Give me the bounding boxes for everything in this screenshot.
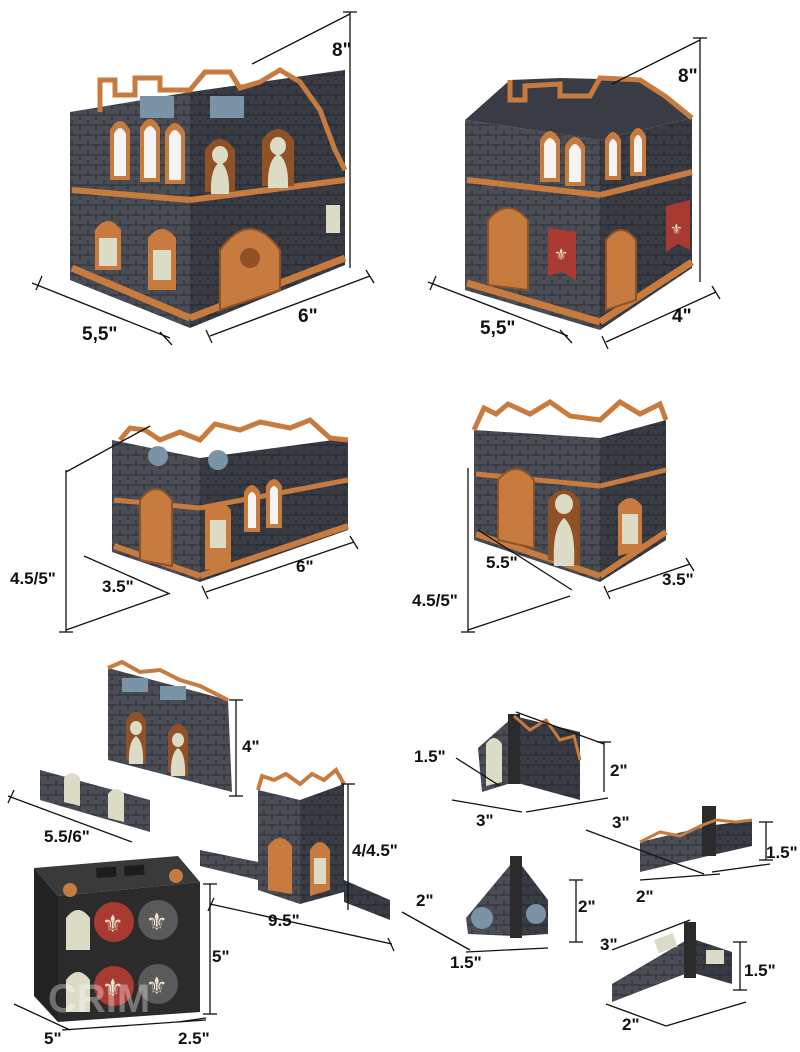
corner-d-depth-label: 2" [622,1015,640,1034]
svg-text:⚜: ⚜ [102,910,124,938]
corner-a-dimensions [451,711,611,813]
corner-b-depth-label: 2" [636,887,654,906]
corner-d-dimensions [605,919,747,1027]
svg-text:⚜: ⚜ [146,908,168,936]
storage-box-width-label: 5" [44,1029,62,1048]
corner-c-height-label: 2" [578,897,596,916]
storage-box-model: ⚜ ⚜ ⚜ ⚜ [34,856,200,1022]
svg-text:⚜: ⚜ [102,974,124,1002]
svg-text:⚜: ⚜ [146,972,168,1000]
corner-c-dimensions [401,879,583,953]
corner-a-depth-label: 1.5" [414,747,446,766]
corner-b-model [639,806,753,872]
chapel-large-width-label: 5,5" [480,318,515,339]
ruin-medium-b-height-label: 4.5/5" [412,591,458,610]
storage-box-depth-label: 2.5" [178,1029,210,1048]
storage-box-dimensions [13,883,217,1031]
ruin-medium-a-width-label: 6" [296,557,314,576]
corner-b-dimensions [585,821,773,881]
corner-a-height-label: 2" [610,761,628,780]
corner-c-depth-label: 2" [416,891,434,910]
corner-a-model [478,714,582,800]
chapel-large-depth-label: 4" [672,306,692,327]
cathedral-large-dimensions [31,11,375,346]
chapel-large-height-label: 8" [678,66,698,87]
corner-c-model [466,856,548,938]
ruin-medium-b-width-label: 5.5" [486,553,518,572]
ruin-medium-b-dimensions [461,468,695,633]
corner-d-model [612,922,732,1002]
ruin-medium-a-height-label: 4.5/5" [10,569,56,588]
ruin-medium-a-depth-label: 3.5" [102,577,134,596]
storage-box-height-label: 5" [212,947,230,966]
cathedral-large-height-label: 8" [332,40,352,61]
corner-d-width-label: 3" [600,935,618,954]
wall-tower-width-label: 9.5" [268,911,300,930]
svg-text:⚜: ⚜ [670,222,683,238]
corner-a-width-label: 3" [476,811,494,830]
ruin-medium-b-model [471,398,669,582]
corner-b-height-label: 1.5" [766,843,798,862]
cathedral-large-model [70,67,348,328]
wall-low-width-label: 5.5/6" [44,827,90,846]
ruin-medium-a-model [112,417,349,582]
corner-c-width-label: 1.5" [450,953,482,972]
svg-text:⚜: ⚜ [554,245,568,264]
chapel-large-dimensions [427,37,721,350]
chapel-large-model: ⚜ ⚜ [465,75,694,330]
corner-d-height-label: 1.5" [744,961,776,980]
wall-sections-dimensions [7,699,395,952]
wall-large-height-label: 4" [242,737,260,756]
corner-b-width-label: 3" [612,813,630,832]
watermark-logo: CRIM [48,977,150,1021]
wall-tower-height-label: 4/4.5" [352,841,398,860]
cathedral-large-width-label: 5,5" [82,324,117,345]
wall-sections-model [40,659,390,920]
ruin-medium-a-dimensions [59,425,359,633]
ruin-medium-b-depth-label: 3.5" [662,570,694,589]
cathedral-large-depth-label: 6" [298,306,318,327]
